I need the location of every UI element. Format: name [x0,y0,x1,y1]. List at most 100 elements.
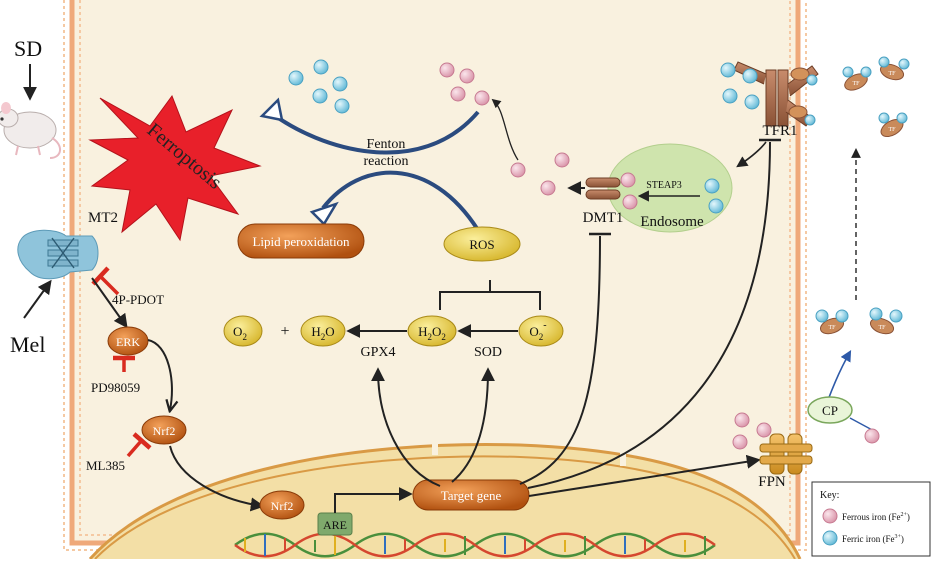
mt2-label: MT2 [88,210,118,226]
cp-oxidation-arrow [827,350,852,401]
inhibitor-pd98059 [113,355,135,372]
tf-label-2: TF [888,71,896,77]
extracellular-tf-top: TF TF TF [842,56,910,138]
key-ferrous-sup: 2+ [901,512,908,518]
tfr1-receptor-icon [733,61,819,127]
superoxide-sup: - [543,320,546,331]
superoxide-node [518,315,564,347]
ros-bracket [439,280,541,310]
h2o2-node [407,315,457,347]
ros-node [443,226,521,262]
superoxide-sub: 2 [539,332,544,342]
dmt1-label: DMT1 [583,210,624,226]
plus-sign: + [280,323,289,340]
legend-key: Key: Ferrous iron (Fe2+) Ferric iron (Fe… [811,481,931,557]
erk-to-nrf2-arrow [147,339,172,410]
rat-icon [0,102,61,159]
target-gene-inhibits-tfr1 [527,141,771,489]
fenton-label-line2: reaction [363,154,408,169]
key-ferrous-main: Ferrous iron (Fe [842,512,901,522]
fenton-reaction-arrows [259,97,480,232]
ferric-iron-cluster-tfr1 [720,62,760,110]
steap3-label: STEAP3 [646,180,682,191]
target-gene-to-fpn-arrow [528,454,761,497]
lipid-peroxidation-label: Lipid peroxidation [252,234,350,249]
target-gene-to-gpx4-arrow [371,367,441,487]
tf-label-3: TF [888,127,896,133]
nrf2-cytoplasmic-label: Nrf2 [153,424,176,438]
ferric-iron-cluster-top [288,59,350,114]
mel-arrow [23,279,52,319]
nrf2-nuclear-label: Nrf2 [271,499,294,513]
are-label: ARE [323,518,347,532]
o2-node [223,315,263,347]
ferrous-iron-cluster-top [439,62,490,106]
sd-label: SD [14,36,42,61]
dmt1-transporter-icon [585,177,621,200]
key-title: Key: [820,490,839,501]
tfr1-label: TFR1 [762,123,797,139]
h2o2-label: H2O2 [418,324,446,342]
h2o2-sub2: 2 [441,332,446,342]
tfr1-endocytosis-arrow [736,141,767,168]
endosome [607,143,733,233]
fpn-label: FPN [758,474,786,490]
key-ferrous-end: ) [907,512,910,522]
endosome-label: Endosome [640,214,704,230]
nrf2-nuclear-node [259,490,305,520]
ferrous-iron-cluster-fpn [732,412,772,450]
extracellular-tf-bottom: TF TF [815,307,903,335]
key-ferric-end: ) [901,534,904,544]
ferroptosis-burst-icon [88,94,262,242]
tf-label-1: TF [852,81,860,87]
endosome-iron [620,172,724,214]
key-ferric-sup: 3+ [894,534,901,540]
sod-label: SOD [474,345,502,360]
inhibitor-4p-pdot-label: 4P-PDOT [112,292,164,307]
mt2-receptor-icon [17,229,99,280]
mel-label: Mel [10,332,45,357]
ferrous-iron-extracellular [864,428,880,444]
ferrous-iron-cluster-dmt1 [510,152,570,196]
target-gene-label: Target gene [441,488,502,503]
inhibitor-ml385-label: ML385 [86,458,125,473]
key-ferric-swatch [822,530,838,546]
h2o2-o: O [432,324,441,339]
ros-label: ROS [469,237,494,252]
ferrous-return-arrow [491,98,519,161]
lipid-peroxidation-node [237,223,365,259]
tf-label-5: TF [878,325,886,331]
h2o-node [300,315,346,347]
fpn-transporter-icon [759,433,813,475]
tf-label-4: TF [828,325,836,331]
key-ferric-main: Ferric iron (Fe [842,534,894,544]
nrf2-cytoplasmic-node [141,415,187,445]
h2o-o: O [325,324,334,339]
gpx4-label: GPX4 [360,345,395,360]
o2-sub: 2 [242,332,247,342]
h2o-sub: 2 [321,332,326,342]
o2-label: O2 [233,324,247,342]
key-ferric-text: Ferric iron (Fe3+) [842,534,904,544]
key-ferrous-swatch [822,508,838,524]
mt2-to-erk-arrow [91,277,128,329]
dna-helix [234,532,716,558]
h2o2-sub1: 2 [428,332,433,342]
target-gene-to-sod-arrow [451,367,495,483]
cp-node [807,396,853,424]
superoxide-label: O2- [529,320,546,342]
target-gene-inhibits-dmt1 [519,235,601,485]
h2o2-h: H [418,324,427,339]
inhibitor-ml385 [126,432,152,458]
nrf2-translocation-arrow [169,445,265,512]
cp-label: CP [822,403,838,418]
inhibitor-pd98059-label: PD98059 [91,380,140,395]
erk-label: ERK [116,335,140,349]
fenton-label-line1: Fenton [367,137,406,152]
h2o-label: H2O [311,324,334,342]
o2-main: O [233,324,242,339]
h2o-h: H [311,324,320,339]
superoxide-main: O [529,324,538,339]
key-ferrous-text: Ferrous iron (Fe2+) [842,512,910,522]
